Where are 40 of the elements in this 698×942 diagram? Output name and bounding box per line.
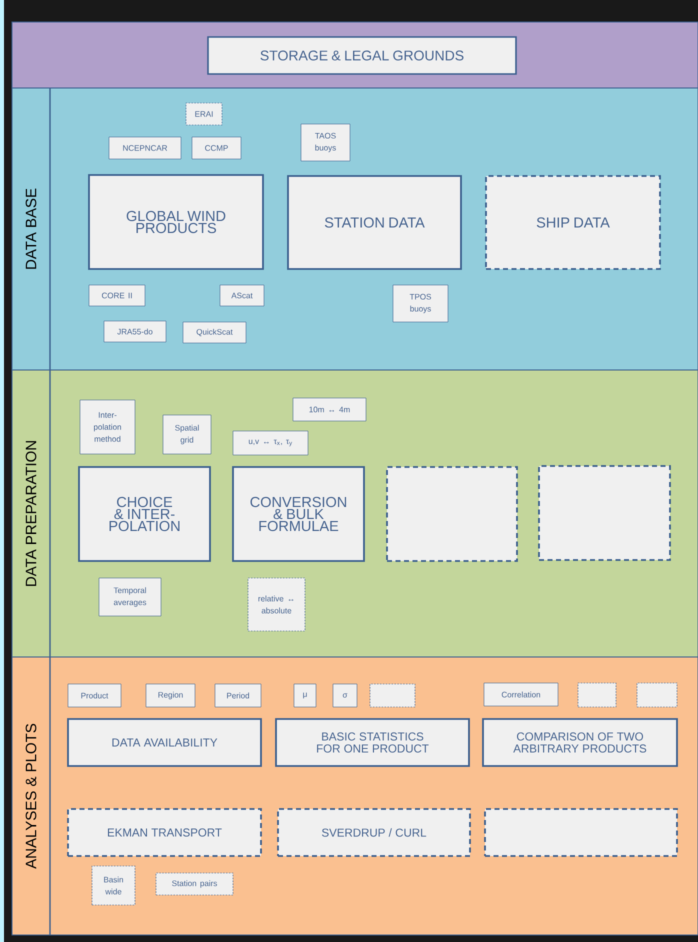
tag-box: μ bbox=[294, 684, 316, 708]
tag-box: Temporal averages bbox=[98, 578, 162, 616]
process-box: CONVERSION & BULK FORMULAE bbox=[232, 466, 365, 562]
tag-box: CCMP bbox=[192, 136, 242, 160]
optional-tag-box: Station pairs bbox=[156, 872, 234, 896]
tag-box: Region bbox=[146, 684, 196, 708]
tag-box: TPOS buoys bbox=[392, 284, 448, 322]
tag-box: AScat bbox=[220, 284, 264, 306]
process-box: CHOICE & INTER-POLATION bbox=[78, 466, 211, 562]
empty-box bbox=[578, 682, 616, 708]
tag-box: Inter-polation method bbox=[80, 400, 136, 454]
tag-box: QuickScat bbox=[182, 322, 246, 344]
process-box: STATION DATA bbox=[287, 175, 462, 270]
process-box: COMPARISON OF TWO ARBITRARY PRODUCTS bbox=[482, 718, 678, 767]
placeholder-box: SHIP DATA bbox=[485, 175, 661, 270]
placeholder-box: SVERDRUP / CURL bbox=[277, 808, 471, 857]
empty-box bbox=[484, 808, 678, 857]
tag-box: NCEPNCAR bbox=[108, 136, 182, 160]
tag-box: Product bbox=[68, 684, 122, 708]
tag-box: Period bbox=[214, 684, 262, 708]
placeholder-box: EKMAN TRANSPORT bbox=[67, 808, 262, 857]
process-box: DATA AVAILABILITY bbox=[67, 718, 262, 767]
process-box: BASIC STATISTICS FOR ONE PRODUCT bbox=[275, 718, 470, 767]
empty-box bbox=[636, 682, 678, 708]
heading-box: STORAGE & LEGAL GROUNDS bbox=[207, 36, 517, 75]
tag-box: 10m ↔ 4m bbox=[292, 398, 366, 422]
tag-box: σ bbox=[332, 684, 358, 708]
optional-tag-box: ERAI bbox=[186, 102, 222, 126]
tag-box: u,v ↔ τ$_{x}$, τ$_{y}$ bbox=[232, 430, 308, 456]
process-box: GLOBAL WIND PRODUCTS bbox=[88, 174, 264, 270]
empty-box bbox=[538, 465, 671, 561]
empty-box bbox=[370, 684, 416, 708]
tag-box: JRA55-do bbox=[104, 320, 166, 342]
tag-box: TAOS buoys bbox=[300, 124, 350, 162]
tag-box: CORE II bbox=[88, 284, 146, 306]
tag-box: Correlation bbox=[484, 682, 558, 706]
optional-tag-box: Basin wide bbox=[92, 866, 136, 906]
optional-tag-box: relative ↔ absolute bbox=[248, 578, 306, 632]
empty-box bbox=[386, 466, 518, 562]
tag-box: Spatial grid bbox=[162, 414, 212, 454]
